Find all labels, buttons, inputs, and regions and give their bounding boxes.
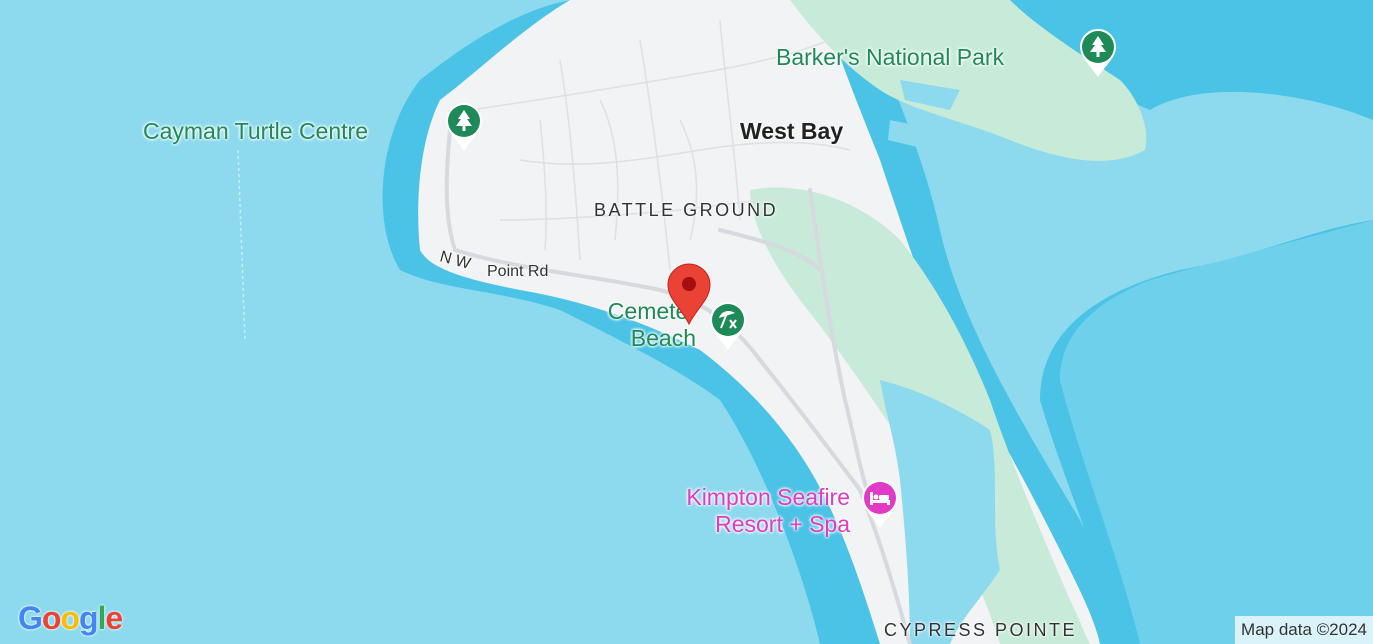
- place-label-barkers[interactable]: Barker's National Park: [776, 44, 1005, 70]
- logo-letter: g: [78, 600, 99, 636]
- logo-letter: l: [97, 600, 107, 636]
- bed-icon[interactable]: [860, 478, 900, 530]
- location-pin-icon[interactable]: [666, 262, 712, 326]
- logo-letter: o: [41, 600, 62, 636]
- map-attribution[interactable]: Map data ©2024: [1235, 616, 1373, 644]
- logo-letter: e: [105, 600, 123, 636]
- tree-icon[interactable]: [444, 101, 484, 153]
- logo-letter: o: [60, 600, 80, 636]
- tree-icon[interactable]: [1078, 27, 1118, 79]
- place-label-cypress-pointe[interactable]: CYPRESS POINTE: [884, 620, 1078, 640]
- place-label-battle-ground[interactable]: BATTLE GROUND: [594, 200, 779, 220]
- logo-letter: G: [18, 600, 43, 636]
- place-label-kimpton[interactable]: Kimpton Seafire Resort + Spa: [686, 484, 850, 537]
- beach-umbrella-icon[interactable]: [708, 300, 748, 352]
- road-label-nw-point-rd[interactable]: Point Rd: [487, 263, 549, 280]
- place-label-west-bay[interactable]: West Bay: [740, 118, 844, 144]
- place-label-turtle-centre[interactable]: Cayman Turtle Centre: [143, 118, 368, 144]
- google-logo[interactable]: Google: [18, 600, 123, 637]
